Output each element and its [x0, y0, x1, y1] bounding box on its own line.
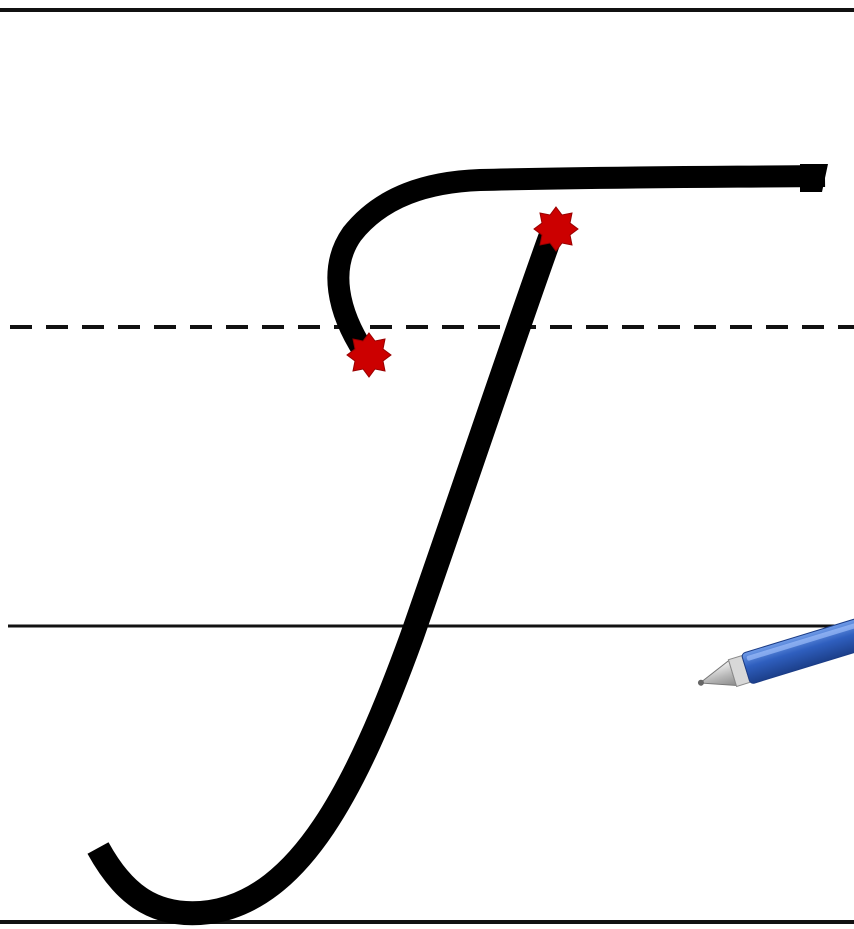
letter-stem-stroke [87, 227, 564, 926]
pen-icon [697, 604, 854, 688]
letter-top-stroke-end [800, 164, 828, 192]
letter-top-stroke [327, 165, 826, 358]
start-dot-icon [346, 332, 392, 378]
start-dot-icon [533, 206, 579, 252]
